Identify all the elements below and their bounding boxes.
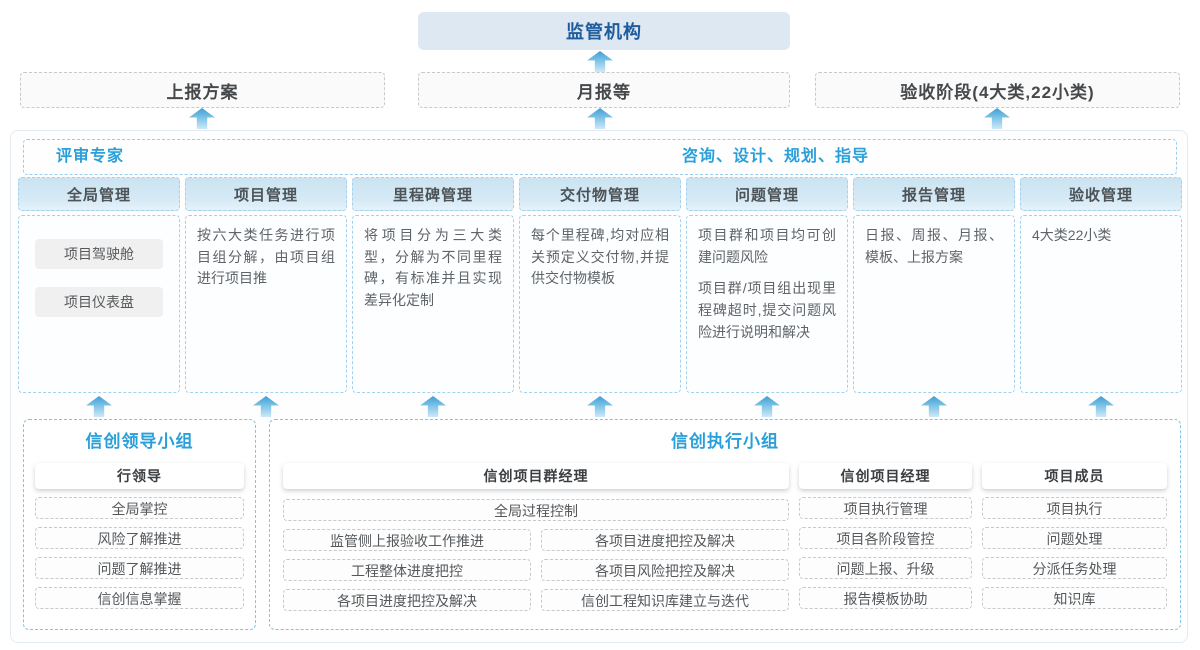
executor-group-body: 信创项目群经理 全局过程控制 监管侧上报验收工作推进 各项目进度把控及解决 工程… (270, 457, 1180, 611)
consulting-label: 咨询、设计、规划、指导 (682, 148, 870, 165)
project-manager-subgroup: 信创项目经理 项目执行管理 项目各阶段管控 问题上报、升级 报告模板协助 (799, 457, 972, 611)
management-columns: 全局管理 项目驾驶舱 项目仪表盘 项目管理 按六大类任务进行项目组分解，由项目组… (18, 177, 1182, 393)
column-text: 项目群和项目均可创建问题风险 (698, 227, 836, 265)
column-text: 按六大类任务进行项目组分解，由项目组进行项目推 (197, 227, 335, 287)
column-body: 按六大类任务进行项目组分解，由项目组进行项目推 (185, 215, 347, 393)
acceptance-stage-box: 验收阶段(4大类,22小类) (815, 72, 1180, 108)
regulator-label: 监管机构 (566, 22, 642, 42)
arrow-up-icon (984, 108, 1010, 129)
column-acceptance-management: 验收管理 4大类22小类 (1020, 177, 1182, 393)
program-manager-role: 信创项目群经理 (283, 463, 789, 489)
column-report-management: 报告管理 日报、周报、月报、模板、上报方案 (853, 177, 1015, 393)
project-member-role: 项目成员 (982, 463, 1167, 489)
leader-group-body: 行领导 全局掌控 风险了解推进 问题了解推进 信创信息掌握 (24, 463, 255, 609)
column-title: 交付物管理 (519, 177, 681, 211)
arrow-up-icon (754, 396, 780, 417)
column-text: 将项目分为三大类型，分解为不同里程碑，有标准并且实现差异化定制 (364, 227, 502, 309)
program-manager-subgroup: 信创项目群经理 全局过程控制 监管侧上报验收工作推进 各项目进度把控及解决 工程… (283, 457, 789, 611)
arrow-up-icon (587, 108, 613, 129)
column-body: 项目驾驶舱 项目仪表盘 (18, 215, 180, 393)
arrow-up-icon (921, 396, 947, 417)
list-item: 监管侧上报验收工作推进 (283, 529, 531, 551)
column-body: 日报、周报、月报、模板、上报方案 (853, 215, 1015, 393)
arrow-up-icon (253, 396, 279, 417)
column-project-management: 项目管理 按六大类任务进行项目组分解，由项目组进行项目推 (185, 177, 347, 393)
list-item: 各项目进度把控及解决 (283, 589, 531, 611)
column-text: 每个里程碑,均对应相关预定义交付物,并提供交付物模板 (531, 227, 669, 287)
arrow-up-icon (587, 396, 613, 417)
list-item: 全局过程控制 (283, 499, 789, 521)
column-title: 项目管理 (185, 177, 347, 211)
column-milestone-management: 里程碑管理 将项目分为三大类型，分解为不同里程碑，有标准并且实现差异化定制 (352, 177, 514, 393)
monthly-report-box: 月报等 (418, 72, 790, 108)
list-item: 知识库 (982, 587, 1167, 609)
list-item: 信创信息掌握 (35, 587, 244, 609)
column-body: 每个里程碑,均对应相关预定义交付物,并提供交付物模板 (519, 215, 681, 393)
arrow-up-icon (86, 396, 112, 417)
column-global-management: 全局管理 项目驾驶舱 项目仪表盘 (18, 177, 180, 393)
list-item: 报告模板协助 (799, 587, 972, 609)
column-text: 日报、周报、月报、模板、上报方案 (865, 227, 1003, 265)
project-dashboard-chip: 项目仪表盘 (35, 287, 163, 317)
column-issue-management: 问题管理 项目群和项目均可创建问题风险 项目群/项目组出现里程碑超时,提交问题风… (686, 177, 848, 393)
list-item: 风险了解推进 (35, 527, 244, 549)
report-plan-label: 上报方案 (166, 82, 239, 102)
list-item: 信创工程知识库建立与迭代 (541, 589, 789, 611)
list-item: 项目各阶段管控 (799, 527, 972, 549)
list-item: 工程整体进度把控 (283, 559, 531, 581)
list-item: 问题上报、升级 (799, 557, 972, 579)
list-item: 全局掌控 (35, 497, 244, 519)
arrow-up-icon (1088, 396, 1114, 417)
bank-leader-role: 行领导 (35, 463, 244, 489)
list-item: 各项目风险把控及解决 (541, 559, 789, 581)
leader-group: 信创领导小组 行领导 全局掌控 风险了解推进 问题了解推进 信创信息掌握 (23, 419, 256, 630)
column-body: 将项目分为三大类型，分解为不同里程碑，有标准并且实现差异化定制 (352, 215, 514, 393)
acceptance-stage-label: 验收阶段(4大类,22小类) (900, 82, 1095, 102)
list-item: 问题了解推进 (35, 557, 244, 579)
regulator-box: 监管机构 (418, 12, 790, 50)
executor-group-title: 信创执行小组 (671, 432, 779, 451)
column-deliverable-management: 交付物管理 每个里程碑,均对应相关预定义交付物,并提供交付物模板 (519, 177, 681, 393)
experts-label: 评审专家 (56, 148, 125, 165)
list-item: 分派任务处理 (982, 557, 1167, 579)
experts-band: 评审专家 咨询、设计、规划、指导 (23, 139, 1177, 175)
column-body: 项目群和项目均可创建问题风险 项目群/项目组出现里程碑超时,提交问题风险进行说明… (686, 215, 848, 393)
executor-group: 信创执行小组 信创项目群经理 全局过程控制 监管侧上报验收工作推进 各项目进度把… (269, 419, 1181, 630)
column-text: 4大类22小类 (1032, 227, 1112, 243)
project-member-subgroup: 项目成员 项目执行 问题处理 分派任务处理 知识库 (982, 457, 1167, 611)
report-plan-box: 上报方案 (20, 72, 385, 108)
column-body: 4大类22小类 (1020, 215, 1182, 393)
program-manager-grid: 监管侧上报验收工作推进 各项目进度把控及解决 工程整体进度把控 各项目风险把控及… (283, 529, 789, 611)
list-item: 各项目进度把控及解决 (541, 529, 789, 551)
list-item: 问题处理 (982, 527, 1167, 549)
leader-group-title: 信创领导小组 (85, 432, 194, 451)
monthly-report-label: 月报等 (577, 82, 631, 102)
column-title: 验收管理 (1020, 177, 1182, 211)
column-title: 里程碑管理 (352, 177, 514, 211)
list-item: 项目执行 (982, 497, 1167, 519)
project-manager-role: 信创项目经理 (799, 463, 972, 489)
column-text: 项目群/项目组出现里程碑超时,提交问题风险进行说明和解决 (698, 280, 836, 340)
platform-container: 评审专家 咨询、设计、规划、指导 全局管理 项目驾驶舱 项目仪表盘 项目管理 按… (10, 130, 1188, 643)
column-title: 全局管理 (18, 177, 180, 211)
column-title: 报告管理 (853, 177, 1015, 211)
arrow-up-icon (420, 396, 446, 417)
arrow-up-icon (587, 51, 613, 72)
column-title: 问题管理 (686, 177, 848, 211)
project-cockpit-chip: 项目驾驶舱 (35, 239, 163, 269)
arrow-up-icon (189, 108, 215, 129)
list-item: 项目执行管理 (799, 497, 972, 519)
